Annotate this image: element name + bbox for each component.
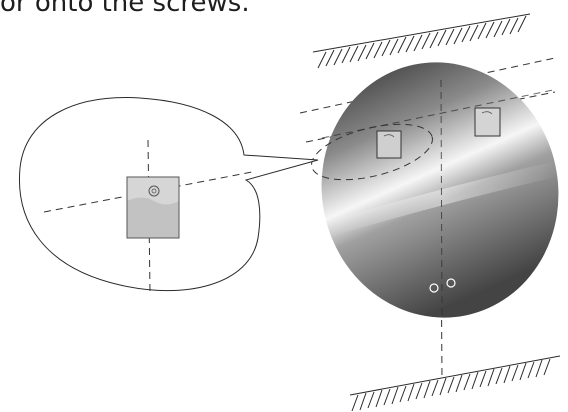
floor-hatching	[349, 355, 561, 412]
bracket-screw-icon	[148, 185, 160, 197]
bracket-highlight-ellipse	[311, 123, 433, 181]
instruction-caption: or onto the screws.	[0, 0, 250, 18]
round-mirror	[321, 62, 560, 318]
callout-bracket-detail	[126, 176, 180, 239]
mirror-bracket-left	[376, 130, 402, 159]
ceiling-hatching	[312, 13, 531, 69]
screw-hole-right	[446, 278, 456, 288]
screw-hole-left	[429, 283, 439, 293]
mirror-bracket-right	[474, 107, 501, 137]
